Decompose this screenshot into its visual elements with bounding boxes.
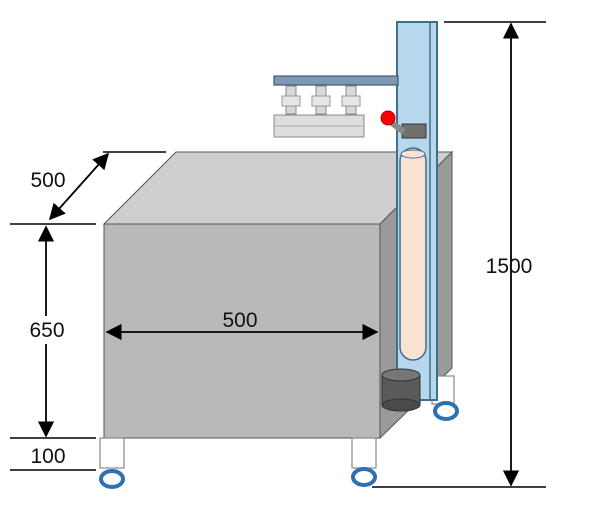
canister: [381, 368, 421, 412]
width-label: 500: [222, 309, 257, 332]
red-knob-icon: [380, 110, 396, 126]
depth-label: 500: [30, 169, 65, 192]
caster-wheel-icon: [99, 469, 125, 489]
caster-front-left: [99, 437, 125, 489]
dimension-depth: 500: [10, 151, 166, 225]
dimension-total-height: 1500: [372, 21, 546, 488]
column-tube: [399, 147, 427, 361]
dimension-width: 500: [105, 309, 379, 341]
dimension-body-height: 650: [10, 225, 96, 439]
horizontal-arm: [273, 75, 399, 86]
caster-wheel-icon: [351, 467, 377, 487]
caster-wheel-icon: [433, 401, 459, 421]
arm-assembly: [273, 75, 399, 138]
body-height-label: 650: [29, 319, 64, 342]
vertical-column: [396, 21, 438, 401]
total-height-label: 1500: [486, 255, 533, 278]
column-clamp: [380, 110, 427, 139]
caster-height-label: 100: [30, 445, 65, 468]
caster-front-right: [351, 437, 377, 487]
dimension-caster-height: 100: [10, 445, 96, 471]
